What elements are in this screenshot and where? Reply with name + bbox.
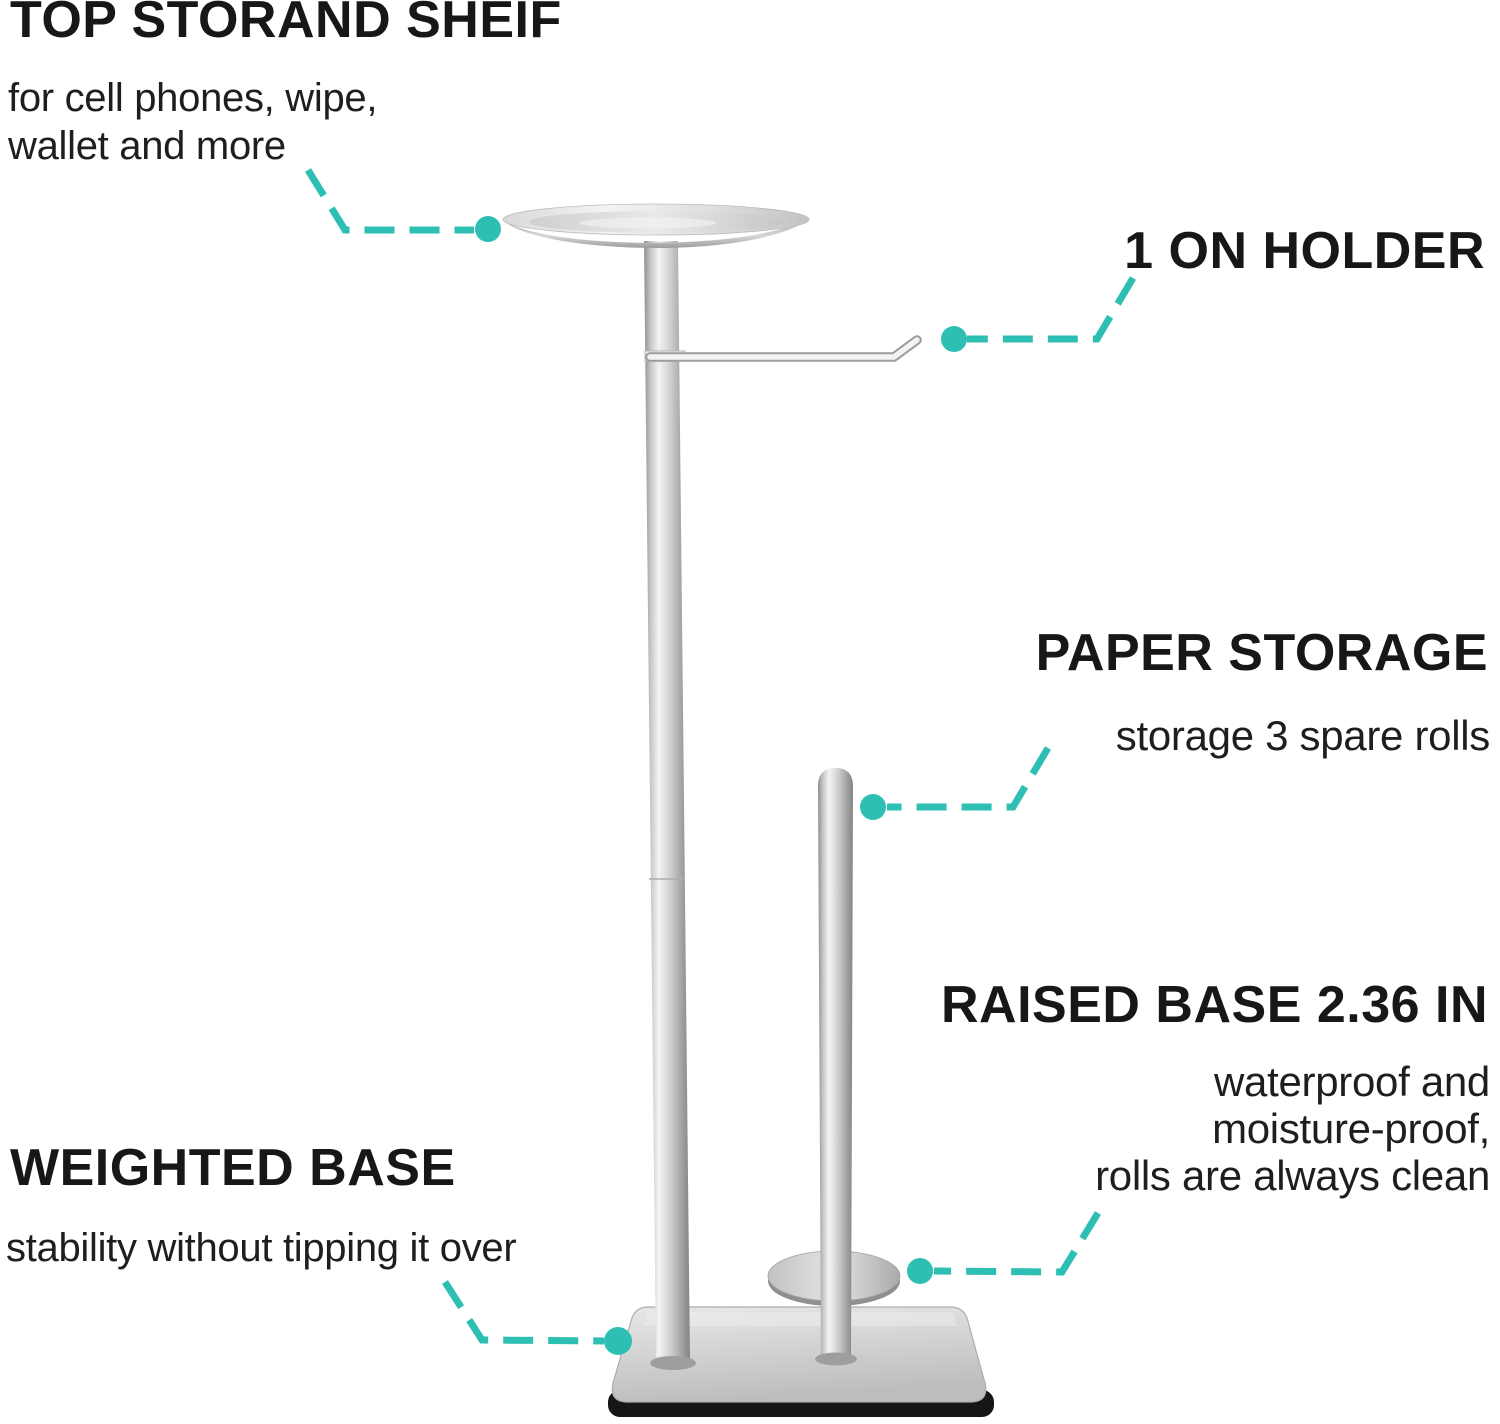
callout-title-raised-base: RAISED BASE 2.36 IN: [941, 976, 1488, 1034]
callout-subtext-top-shelf: for cell phones, wipe, wallet and more: [8, 74, 377, 170]
callout-subtext-raised-base: waterproof and moisture-proof, rolls are…: [1095, 1058, 1490, 1199]
callout-subtext-paper-storage: storage 3 spare rolls: [1115, 712, 1491, 759]
main-pole-foot: [650, 1356, 696, 1370]
subtext-line: storage 3 spare rolls: [1115, 712, 1491, 759]
callout-dot-roll-holder: [941, 326, 967, 352]
callout-dot-paper-storage: [860, 794, 886, 820]
roll-arm: [647, 337, 920, 360]
callout-title-roll-holder: 1 ON HOLDER: [1124, 222, 1485, 280]
base-plate: [611, 1306, 987, 1403]
tray-underside: [504, 218, 809, 248]
callout-title-top-shelf: TOP STORAND SHEIF: [10, 0, 562, 49]
spare-pole-foot: [815, 1352, 857, 1366]
subtext-line: stability without tipping it over: [6, 1226, 517, 1270]
callout-dot-top-shelf: [475, 216, 501, 242]
leader-weighted-base: [442, 1280, 632, 1355]
base-plate-sheen: [644, 1312, 957, 1326]
subtext-line: waterproof and: [1214, 1058, 1490, 1105]
main-pole: [644, 241, 690, 1364]
leader-top-shelf: [305, 168, 501, 242]
callout-title-weighted-base: WEIGHTED BASE: [10, 1139, 456, 1197]
spare-roll-pole: [818, 768, 853, 1360]
tray-highlight: [580, 217, 716, 229]
leader-paper-storage: [860, 746, 1052, 820]
subtext-line: rolls are always clean: [1095, 1152, 1490, 1199]
callout-subtext-weighted-base: stability without tipping it over: [6, 1224, 517, 1272]
subtext-line: moisture-proof,: [1212, 1105, 1490, 1152]
leader-roll-holder: [941, 276, 1137, 352]
subtext-line: for cell phones, wipe,: [8, 76, 378, 120]
subtext-line: wallet and more: [8, 124, 286, 168]
callout-dot-weighted-base: [604, 1327, 632, 1355]
leader-raised-base: [907, 1211, 1101, 1284]
callout-title-paper-storage: PAPER STORAGE: [1035, 624, 1488, 682]
callout-dot-raised-base: [907, 1258, 933, 1284]
